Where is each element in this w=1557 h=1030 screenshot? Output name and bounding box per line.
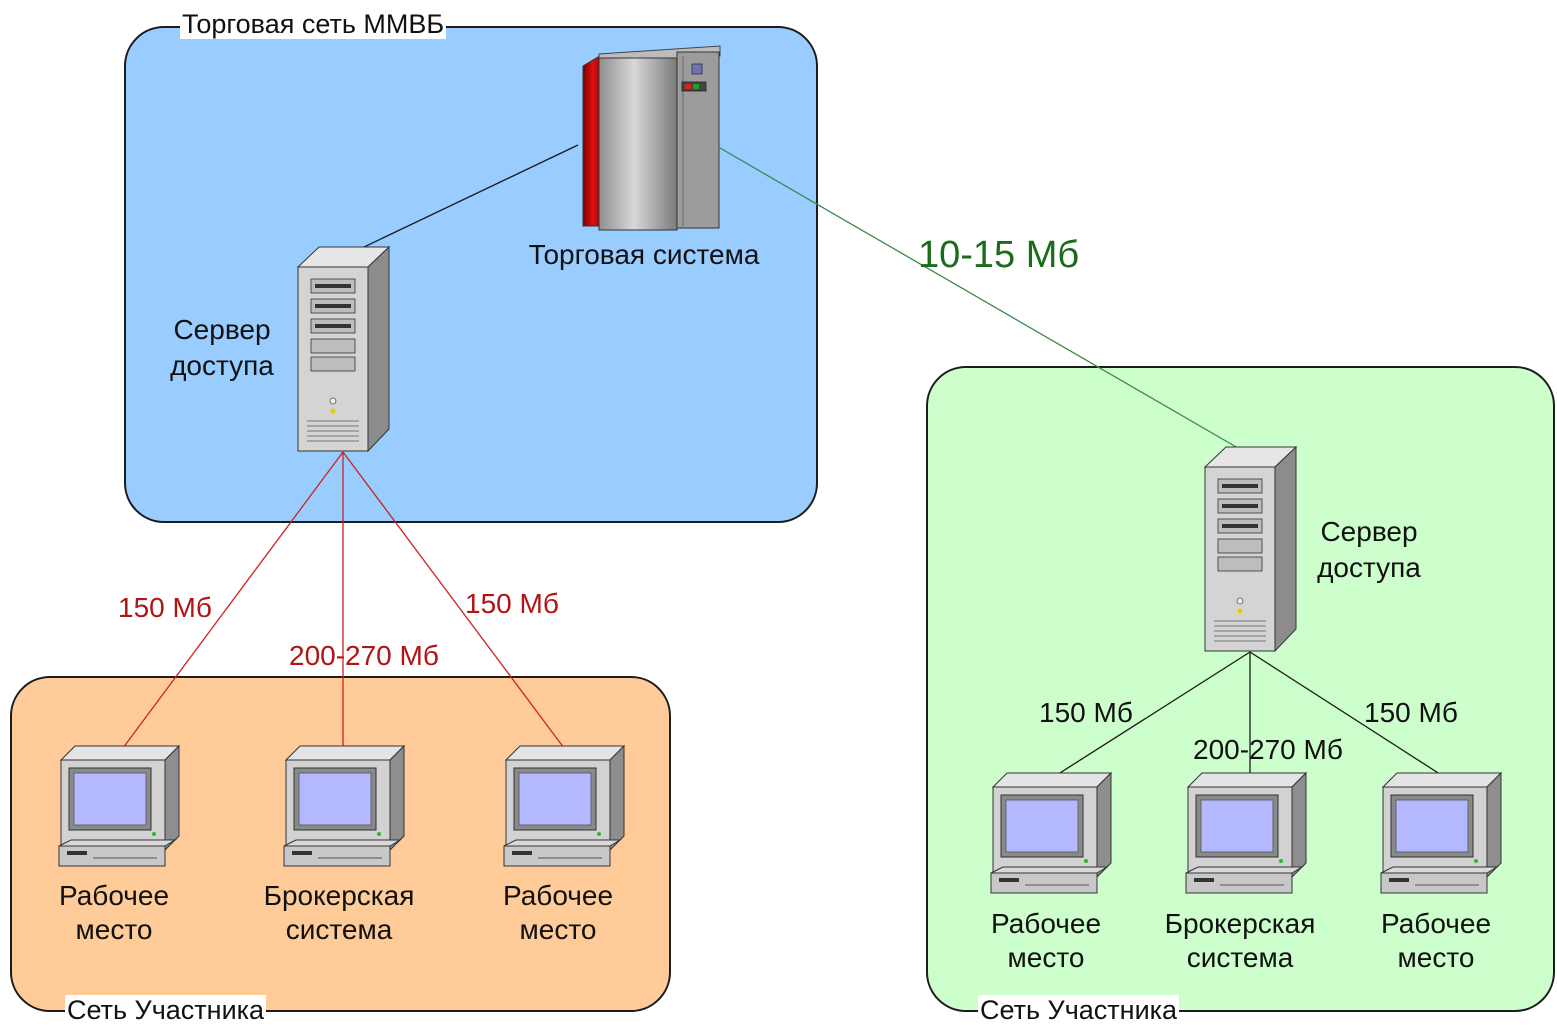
right-broker-bandwidth-label: 200-270 Мб [1193,734,1343,765]
workstation-left-2-icon [503,744,626,867]
link-backbone [719,147,1251,456]
access-server-right-icon [1203,445,1298,653]
left-ws2-label-line2: место [519,914,597,945]
workstation-right-1-icon [990,771,1113,894]
zone-left-title: Сеть Участника [65,995,267,1025]
mmvb-left-ws2-bandwidth-label: 150 Мб [465,588,559,619]
broker-system-left-icon [283,744,406,867]
mmvb-left-broker-bandwidth-label: 200-270 Мб [289,640,439,671]
link-mmvb-left-ws1 [119,451,344,753]
link-right-ws1 [1051,651,1251,779]
left-broker-label-line2: система [285,914,393,945]
access-server-mmvb-label-line1: Сервер [173,314,271,345]
right-ws1-label-line2: место [1007,942,1085,973]
link-right-ws2 [1249,651,1447,779]
access-server-right-label-line1: Сервер [1320,516,1418,547]
zone-right-title: Сеть Участника [978,995,1180,1025]
right-ws1-label-line1: Рабочее [990,908,1102,939]
right-ws2-label-line2: место [1397,942,1475,973]
left-broker-label-line1: Брокерская [263,880,415,911]
right-ws2-label-line1: Рабочее [1380,908,1492,939]
mainframe-server-icon [582,45,721,231]
workstation-right-2-icon [1380,771,1503,894]
workstation-left-1-icon [58,744,181,867]
access-server-right-label-line2: доступа [1317,552,1421,583]
broker-system-right-icon [1185,771,1308,894]
right-broker-label-line1: Брокерская [1164,908,1316,939]
mmvb-left-ws1-bandwidth-label: 150 Мб [118,592,212,623]
zone-mmvb-title: Торговая сеть ММВБ [180,9,447,39]
left-ws2-label-line1: Рабочее [502,880,614,911]
right-broker-label-line2: система [1186,942,1294,973]
right-ws1-bandwidth-label: 150 Мб [1039,697,1133,728]
left-ws1-label-line1: Рабочее [58,880,170,911]
left-ws1-label-line2: место [75,914,153,945]
access-server-mmvb-label-line2: доступа [170,350,274,381]
access-server-mmvb-icon [296,245,391,453]
link-mmvb-left-ws2 [342,451,568,753]
link-trading-to-access-server [342,144,579,258]
trading-system-label: Торговая система [528,239,760,270]
right-ws2-bandwidth-label: 150 Мб [1364,697,1458,728]
backbone-bandwidth-label: 10-15 Мб [918,234,1080,276]
